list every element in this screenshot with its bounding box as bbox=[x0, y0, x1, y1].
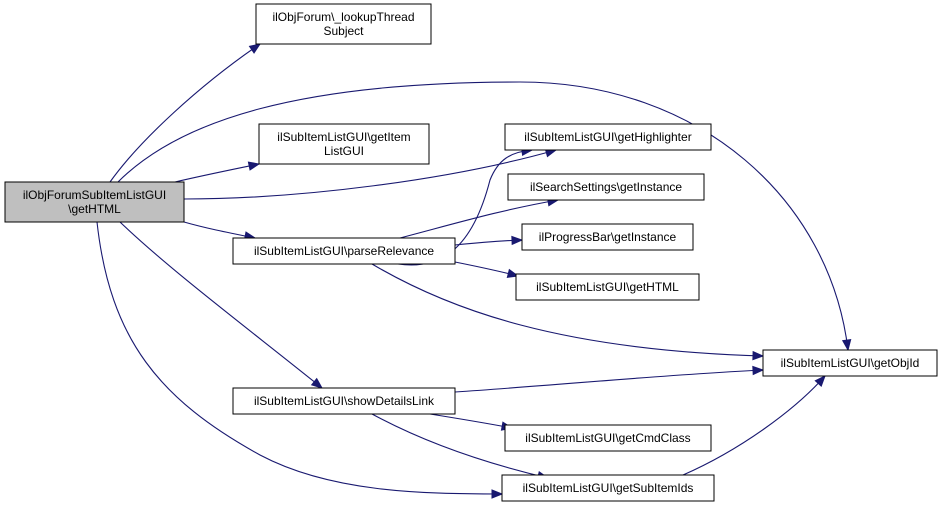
node-box bbox=[515, 273, 700, 301]
arrowhead-icon bbox=[752, 365, 765, 376]
node-label: ilSubItemListGUI\getItem bbox=[277, 130, 410, 144]
node-getHighlighter[interactable]: ilSubItemListGUI\getHighlighter bbox=[504, 123, 712, 151]
arrowhead-icon bbox=[841, 338, 852, 352]
edge-getSubItemIds-to-getObjId bbox=[682, 375, 826, 476]
node-box bbox=[501, 474, 715, 502]
edge-line bbox=[119, 221, 323, 389]
node-box bbox=[4, 181, 185, 223]
node-box bbox=[232, 237, 456, 265]
node-label: ilSubItemListGUI\getSubItemIds bbox=[523, 481, 694, 495]
node-box bbox=[507, 173, 705, 201]
node-label: ilSubItemListGUI\getHighlighter bbox=[524, 130, 691, 144]
node-label: \getHTML bbox=[68, 202, 121, 216]
edge-line bbox=[117, 81, 849, 351]
node-label: ilObjForumSubItemListGUI bbox=[23, 188, 166, 202]
edge-line bbox=[371, 413, 549, 479]
edge-root-to-getSubItemIds bbox=[96, 221, 504, 499]
node-label: ilSubItemListGUI\showDetailsLink bbox=[254, 394, 435, 408]
edge-showDetailsLink-to-getCmdClass bbox=[429, 413, 514, 431]
node-label: ilSubItemListGUI\getObjId bbox=[781, 356, 920, 370]
node-box bbox=[258, 123, 430, 165]
node-label: ilSubItemListGUI\getCmdClass bbox=[525, 431, 690, 445]
edge-parseRelevance-to-getObjId bbox=[371, 263, 765, 361]
arrowhead-icon bbox=[248, 43, 262, 54]
arrowhead-icon bbox=[491, 489, 504, 499]
edge-line bbox=[183, 149, 557, 200]
node-label: ilSubItemListGUI\getHTML bbox=[536, 280, 679, 294]
arrowhead-icon bbox=[506, 268, 520, 278]
node-box bbox=[504, 123, 712, 151]
edge-line bbox=[109, 43, 261, 183]
edge-parseRelevance-to-subGetHTML bbox=[454, 261, 520, 278]
edge-line bbox=[371, 263, 764, 357]
edge-showDetailsLink-to-getObjId bbox=[454, 365, 765, 393]
edge-root-to-getItemListGUI bbox=[174, 161, 261, 183]
node-parseRelevance[interactable]: ilSubItemListGUI\parseRelevance bbox=[232, 237, 456, 265]
node-getSubItemIds[interactable]: ilSubItemListGUI\getSubItemIds bbox=[501, 474, 715, 502]
arrowhead-icon bbox=[752, 350, 765, 361]
node-label: ilObjForum\_lookupThread bbox=[272, 10, 414, 24]
edge-root-to-parseRelevance bbox=[183, 221, 257, 241]
node-box bbox=[762, 349, 938, 377]
node-getObjId[interactable]: ilSubItemListGUI\getObjId bbox=[762, 349, 938, 377]
edge-root-to-lookup bbox=[109, 43, 262, 183]
node-root[interactable]: ilObjForumSubItemListGUI\getHTML bbox=[4, 181, 185, 223]
node-box bbox=[255, 3, 432, 45]
edge-line bbox=[174, 163, 260, 183]
node-box bbox=[521, 223, 694, 251]
node-label: Subject bbox=[323, 24, 364, 38]
arrowhead-icon bbox=[511, 235, 524, 246]
node-getCmdClass[interactable]: ilSubItemListGUI\getCmdClass bbox=[504, 424, 712, 452]
node-box bbox=[504, 424, 712, 452]
node-label: ListGUI bbox=[324, 144, 364, 158]
edge-parseRelevance-to-progressBar bbox=[454, 235, 524, 246]
node-showDetailsLink[interactable]: ilSubItemListGUI\showDetailsLink bbox=[232, 387, 456, 415]
arrowhead-icon bbox=[310, 377, 324, 389]
arrowhead-icon bbox=[247, 161, 261, 171]
edge-line bbox=[454, 369, 764, 393]
node-box bbox=[232, 387, 456, 415]
edges-layer bbox=[96, 43, 852, 499]
edge-line bbox=[429, 413, 513, 429]
edge-root-to-getObjId bbox=[117, 81, 852, 352]
node-subGetHTML[interactable]: ilSubItemListGUI\getHTML bbox=[515, 273, 700, 301]
node-label: ilSearchSettings\getInstance bbox=[530, 180, 682, 194]
node-label: ilProgressBar\getInstance bbox=[539, 230, 677, 244]
arrowhead-icon bbox=[814, 375, 826, 387]
node-label: ilSubItemListGUI\parseRelevance bbox=[254, 244, 434, 258]
edge-line bbox=[399, 199, 559, 239]
edge-line bbox=[183, 221, 256, 239]
edge-line bbox=[96, 221, 503, 495]
edge-root-to-showDetailsLink bbox=[119, 221, 324, 389]
nodes-layer: ilObjForumSubItemListGUI\getHTMLilObjFor… bbox=[4, 3, 938, 502]
node-searchSettings[interactable]: ilSearchSettings\getInstance bbox=[507, 173, 705, 201]
node-progressBar[interactable]: ilProgressBar\getInstance bbox=[521, 223, 694, 251]
edge-line bbox=[682, 375, 826, 476]
